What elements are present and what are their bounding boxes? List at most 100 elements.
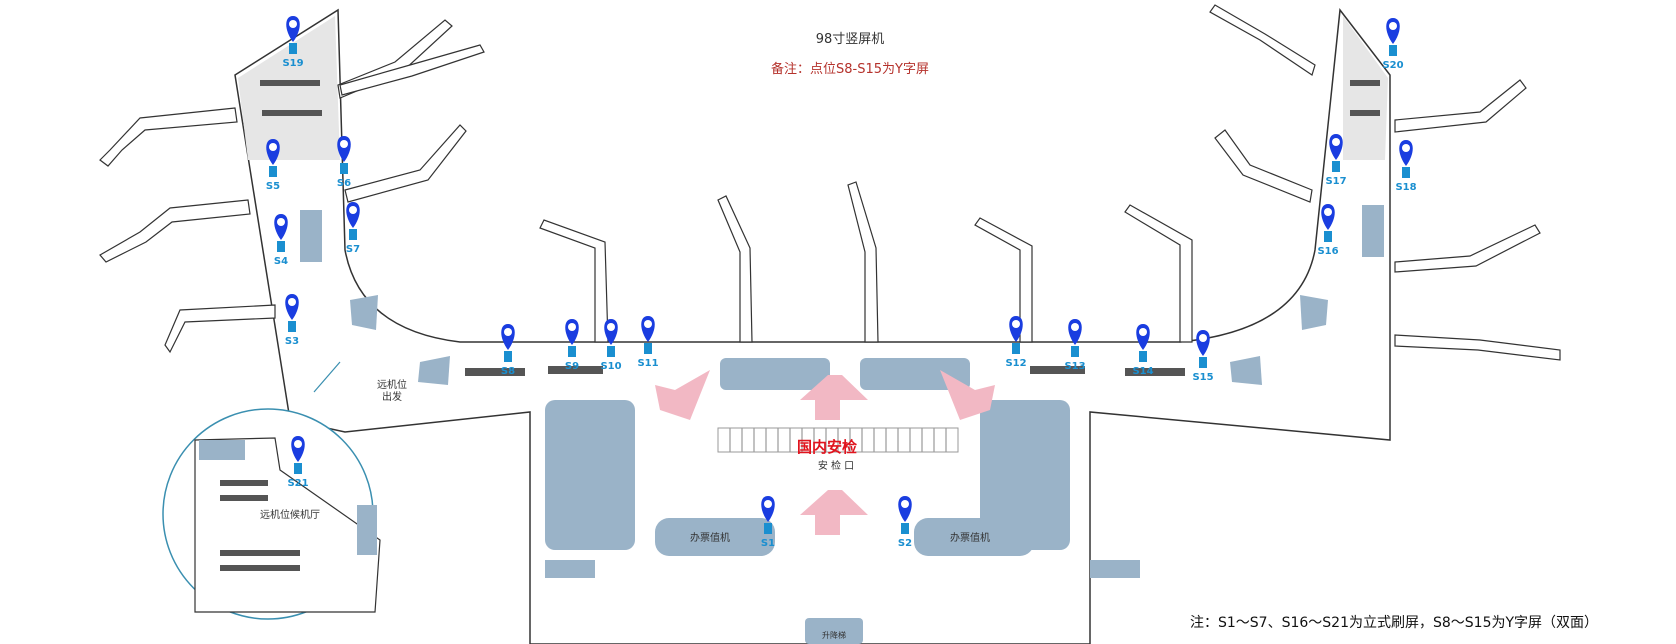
marker-s21[interactable]: S21 [287, 436, 309, 489]
concourse-outline [234, 8, 1391, 644]
pin-center-dot [764, 500, 772, 508]
security-lane-dividers [729, 428, 947, 452]
marker-s5[interactable]: S5 [266, 139, 280, 192]
marker-label: S4 [274, 256, 288, 267]
pin-center-dot [1324, 208, 1332, 216]
screen-icon [764, 523, 772, 534]
marker-s7[interactable]: S7 [346, 202, 360, 255]
marker-label: S15 [1192, 372, 1213, 383]
marker-s3[interactable]: S3 [285, 294, 299, 347]
marker-label: S10 [600, 361, 621, 372]
map-pin-icon [1399, 140, 1413, 166]
pin-center-dot [568, 323, 576, 331]
page-title: 98寸竖屏机 [815, 32, 885, 47]
screen-icon [340, 163, 348, 174]
remote-lounge-label: 远机位候机厅 [260, 508, 320, 521]
screen-icon [504, 351, 512, 362]
escalator-label: 升降梯 [822, 630, 846, 640]
marker-s12[interactable]: S12 [1005, 316, 1027, 369]
remote-departure-label-1: 远机位 [377, 378, 407, 391]
marker-label: S8 [501, 366, 515, 377]
marker-label: S17 [1325, 176, 1346, 187]
marker-label: S21 [287, 478, 308, 489]
marker-s1[interactable]: S1 [761, 496, 775, 549]
flow-arrows [655, 370, 995, 535]
marker-label: S20 [1382, 60, 1403, 71]
marker-label: S5 [266, 181, 280, 192]
marker-label: S7 [346, 244, 360, 255]
marker-s15[interactable]: S15 [1192, 330, 1214, 383]
remark-note: 备注：点位S8-S15为Y字屏 [771, 62, 929, 77]
security-sublabel: 安 检 口 [818, 459, 854, 472]
marker-s14[interactable]: S14 [1132, 324, 1154, 377]
marker-s18[interactable]: S18 [1395, 140, 1417, 193]
seating [220, 80, 1380, 571]
marker-label: S2 [898, 538, 912, 549]
screen-icon [607, 346, 615, 357]
screen-icon [294, 463, 302, 474]
marker-label: S1 [761, 538, 775, 549]
security-label: 国内安检 [797, 438, 857, 456]
screen-icon [1324, 231, 1332, 242]
pin-center-dot [607, 323, 615, 331]
pin-center-dot [1199, 334, 1207, 342]
map-pin-icon [346, 202, 360, 228]
pin-center-dot [1071, 323, 1079, 331]
marker-s19[interactable]: S19 [282, 16, 304, 69]
pin-center-dot [1012, 320, 1020, 328]
pin-center-dot [277, 218, 285, 226]
pin-center-dot [294, 440, 302, 448]
marker-s16[interactable]: S16 [1317, 204, 1339, 257]
marker-label: S6 [337, 178, 351, 189]
screen-icon [269, 166, 277, 177]
marker-s2[interactable]: S2 [898, 496, 912, 549]
map-pin-icon [1068, 319, 1082, 345]
marker-label: S9 [565, 361, 579, 372]
marker-label: S16 [1317, 246, 1338, 257]
screen-icon [1402, 167, 1410, 178]
pin-center-dot [289, 20, 297, 28]
marker-s13[interactable]: S13 [1064, 319, 1086, 372]
screen-icon [1389, 45, 1397, 56]
marker-label: S11 [637, 358, 658, 369]
pin-center-dot [1139, 328, 1147, 336]
screen-icon [1139, 351, 1147, 362]
checkin-left-label: 办票值机 [690, 531, 730, 544]
screen-icon [1071, 346, 1079, 357]
marker-label: S12 [1005, 358, 1026, 369]
marker-label: S3 [285, 336, 299, 347]
screen-icon [901, 523, 909, 534]
pin-center-dot [340, 140, 348, 148]
marker-s17[interactable]: S17 [1325, 134, 1347, 187]
pier-lounges [238, 16, 1388, 160]
remote-departure-label-2: 出发 [382, 390, 402, 403]
marker-s4[interactable]: S4 [274, 214, 288, 267]
pin-center-dot [901, 500, 909, 508]
marker-s20[interactable]: S20 [1382, 18, 1404, 71]
marker-label: S14 [1132, 366, 1153, 377]
marker-s6[interactable]: S6 [337, 136, 351, 189]
pin-center-dot [269, 143, 277, 151]
screen-icon [349, 229, 357, 240]
counter-blocks [300, 205, 1384, 644]
screen-icon [289, 43, 297, 54]
footnote: 注：S1～S7、S16～S21为立式刷屏，S8～S15为Y字屏（双面） [1190, 615, 1599, 631]
jet-bridges [99, 4, 1561, 361]
marker-label: S13 [1064, 361, 1085, 372]
pin-center-dot [504, 328, 512, 336]
pin-center-dot [644, 320, 652, 328]
map-pin-icon [565, 319, 579, 345]
marker-s8[interactable]: S8 [501, 324, 515, 377]
screen-icon [277, 241, 285, 252]
marker-s10[interactable]: S10 [600, 319, 622, 372]
screen-icon [288, 321, 296, 332]
marker-s11[interactable]: S11 [637, 316, 659, 369]
screen-icon [1199, 357, 1207, 368]
map-pin-icon [641, 316, 655, 342]
marker-s9[interactable]: S9 [565, 319, 579, 372]
screen-icon [1332, 161, 1340, 172]
pin-center-dot [288, 298, 296, 306]
screen-icon [1012, 343, 1020, 354]
pin-center-dot [1389, 22, 1397, 30]
